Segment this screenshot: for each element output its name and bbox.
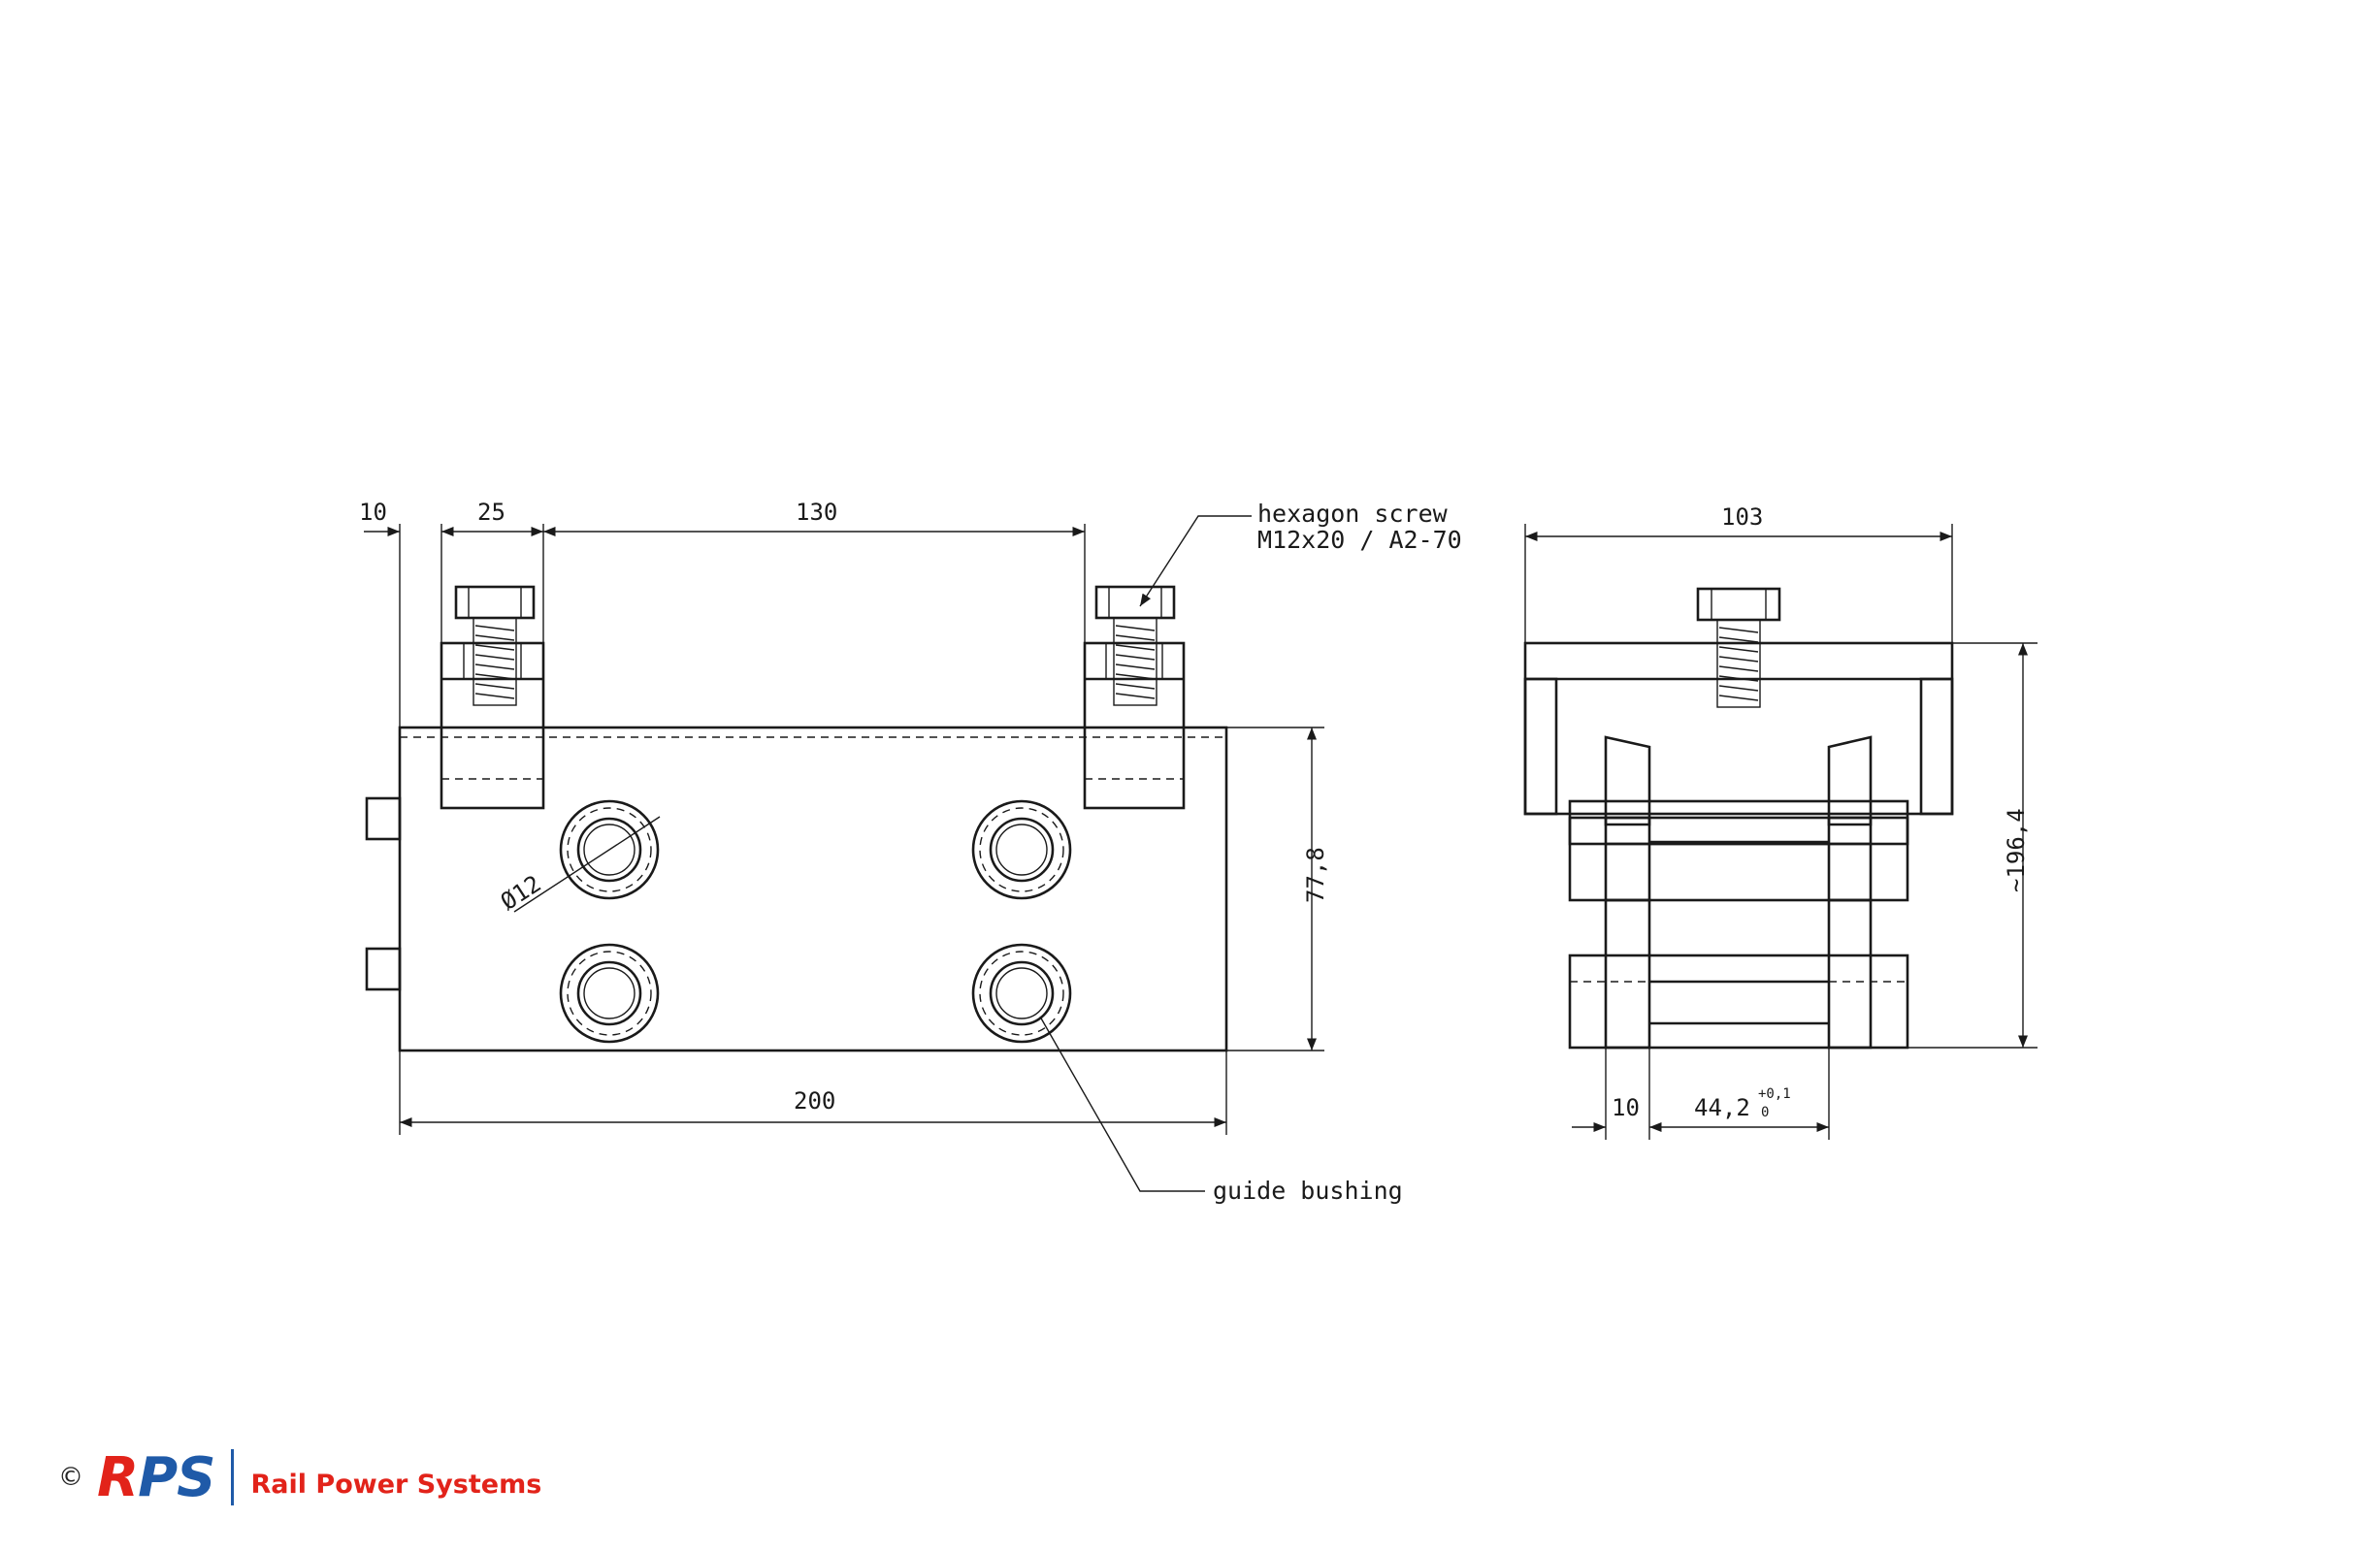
bushing-bottom-left <box>559 943 660 1044</box>
dim-44-2: 44,2 <box>1694 1094 1750 1121</box>
left-hexagon-screw <box>454 585 536 706</box>
logo-r: R <box>97 1445 139 1509</box>
note-screw-spec: M12x20 / A2-70 <box>1257 526 1462 554</box>
dim-200: 200 <box>794 1087 835 1115</box>
dim-10-top: 10 <box>359 499 387 526</box>
logo-ps: PS <box>138 1445 215 1509</box>
dim-diameter-12: Ø12 <box>496 870 546 916</box>
dim-103: 103 <box>1721 503 1763 531</box>
note-guide-bushing: guide bushing <box>1213 1177 1403 1205</box>
side-tab-lower <box>365 947 402 991</box>
front-view: Ø12 10 25 130 200 77,8 hexagon screw M12… <box>359 499 1462 1205</box>
brand-name: Rail Power Systems <box>250 1469 542 1500</box>
side-view: 103 ~196,4 10 44,2 +0,1 0 <box>1523 503 2038 1140</box>
right-hexagon-screw <box>1094 585 1176 706</box>
bushing-top-right <box>971 799 1072 900</box>
bushing-bottom-right <box>971 943 1072 1044</box>
tolerance-lower: 0 <box>1761 1105 1769 1120</box>
right-clamp <box>1083 641 1186 810</box>
tolerance-upper: +0,1 <box>1758 1086 1791 1102</box>
front-body <box>398 726 1228 1052</box>
copyright-symbol: © <box>58 1463 83 1492</box>
dim-196-4: ~196,4 <box>2003 808 2030 892</box>
dim-25: 25 <box>477 499 505 526</box>
side-tab-upper <box>365 796 402 841</box>
side-hexagon-screw <box>1696 587 1781 708</box>
dim-130: 130 <box>796 499 837 526</box>
rps-logo-mark: RPS <box>97 1445 216 1509</box>
dim-77-8: 77,8 <box>1302 847 1329 903</box>
dim-10-bottom: 10 <box>1612 1094 1640 1121</box>
left-clamp <box>440 641 545 810</box>
note-hexagon-screw: hexagon screw <box>1257 500 1449 528</box>
rps-logo: © RPS Rail Power Systems <box>58 1443 541 1511</box>
logo-separator <box>230 1449 234 1505</box>
bushing-top-left <box>559 799 660 900</box>
